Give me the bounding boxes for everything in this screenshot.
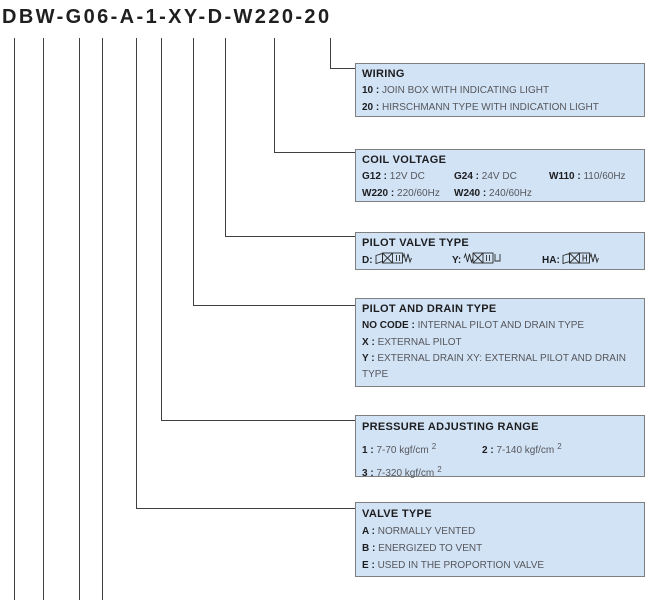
pilot-symbol-row: D:Y:HA:: [362, 251, 638, 270]
connector-a: [136, 38, 355, 509]
pilot-symbol-y-icon: [463, 252, 501, 264]
spec-item: B : ENERGIZED TO VENT: [362, 543, 483, 554]
connector-20: [330, 38, 355, 69]
box-title: PRESSURE ADJUSTING RANGE: [362, 421, 539, 433]
box-title: VALVE TYPE: [362, 508, 432, 520]
box-pilot-and-drain-type: PILOT AND DRAIN TYPE NO CODE : INTERNAL …: [355, 298, 645, 387]
spec-item: A : NORMALLY VENTED: [362, 526, 476, 537]
spec-item: Y : EXTERNAL DRAIN XY: EXTERNAL PILOT AN…: [362, 353, 626, 380]
box-title: PILOT VALVE TYPE: [362, 237, 470, 249]
box-pressure-adjusting-range: PRESSURE ADJUSTING RANGE 1 : 7-70 kgf/cm…: [355, 415, 645, 479]
pilot-symbol-ha-icon: [562, 252, 599, 265]
connector-1: [161, 38, 355, 421]
spec-item: 20 : HIRSCHMANN TYPE WITH INDICATION LIG…: [362, 102, 599, 113]
box-title: PILOT AND DRAIN TYPE: [362, 303, 497, 315]
box-wiring: WIRING 10 : JOIN BOX WITH INDICATING LIG…: [355, 63, 645, 117]
model-code-title: DBW-G06-A-1-XY-D-W220-20: [2, 6, 332, 28]
spec-item: E : USED IN THE PROPORTION VALVE: [362, 560, 545, 571]
connector-w220: [274, 38, 355, 153]
box-title: WIRING: [362, 68, 405, 80]
spec-item: X : EXTERNAL PILOT: [362, 337, 462, 348]
spec-item: 10 : JOIN BOX WITH INDICATING LIGHT: [362, 85, 550, 96]
box-title: COIL VOLTAGE: [362, 154, 447, 166]
box-valve-type: VALVE TYPE A : NORMALLY VENTED B : ENERG…: [355, 502, 645, 577]
box-pilot-valve-type: PILOT VALVE TYPE D:Y:HA:: [355, 232, 645, 270]
connector-d: [225, 38, 355, 237]
pilot-symbol-d-icon: [375, 252, 412, 265]
connector-xy: [193, 38, 355, 306]
spec-item: NO CODE : INTERNAL PILOT AND DRAIN TYPE: [362, 320, 585, 331]
